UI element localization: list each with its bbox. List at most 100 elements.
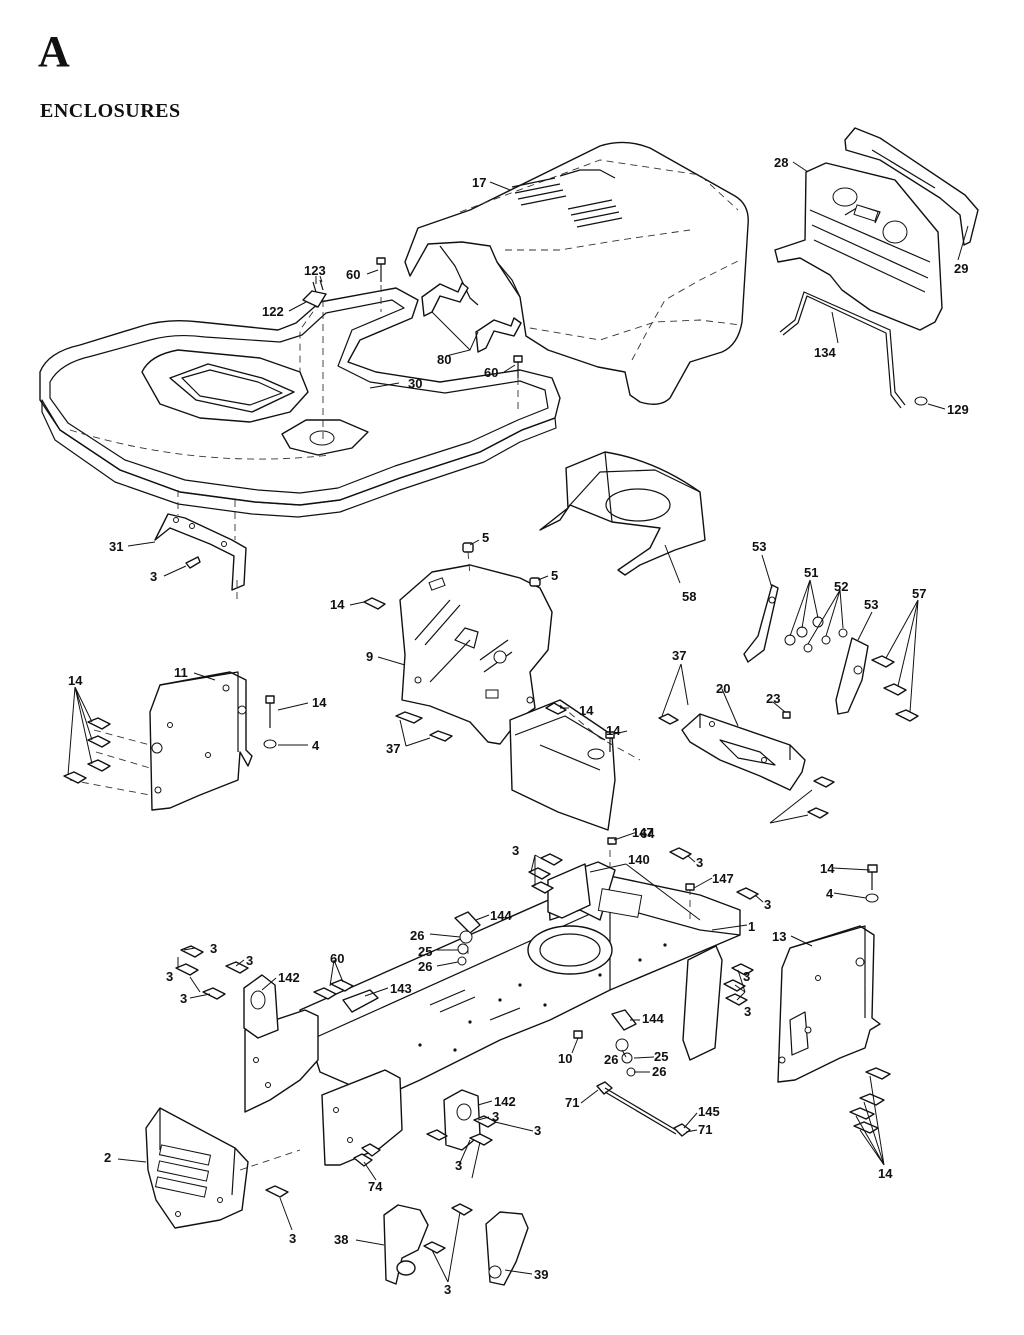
- section-title: ENCLOSURES: [40, 100, 181, 122]
- callout-label: 14: [606, 723, 621, 738]
- nuts-washers: [784, 616, 848, 653]
- hood-bracket-parts: [421, 282, 522, 353]
- callout-label: 140: [628, 852, 650, 867]
- plate-part: [302, 279, 327, 308]
- callout-label: 52: [834, 579, 849, 594]
- callout-label: 25: [418, 944, 433, 959]
- callout-label: 5: [551, 568, 559, 583]
- callout-label: 17: [472, 175, 487, 190]
- callout-label: 2: [104, 1150, 112, 1165]
- callout-label: 3: [210, 941, 218, 956]
- bracket-142-lower: [443, 1089, 481, 1151]
- callout-label: 3: [743, 969, 751, 984]
- callout-label: 1: [748, 919, 756, 934]
- fender-part: [39, 287, 561, 518]
- callout-label: 23: [766, 691, 781, 706]
- callout-label: 26: [418, 959, 433, 974]
- hood-part: [404, 141, 749, 405]
- callout-label: 3: [444, 1282, 452, 1297]
- callout-label: 9: [366, 649, 374, 664]
- console-panel-part: [509, 699, 641, 831]
- callout-label: 147: [712, 871, 734, 886]
- bracket-142-left: [243, 974, 279, 1039]
- callout-label: 142: [278, 970, 300, 985]
- callout-label: 3: [534, 1123, 542, 1138]
- callout-label: 144: [642, 1011, 664, 1026]
- callout-label: 14: [820, 861, 835, 876]
- callout-label: 60: [346, 267, 361, 282]
- callout-label: 3: [246, 953, 254, 968]
- fender-bracket-part: [154, 490, 247, 600]
- callout-label: 3: [150, 569, 158, 584]
- side-plate-right-part: [777, 925, 881, 1083]
- bracket-53-left: [743, 584, 779, 663]
- mounting-plate-part: [681, 713, 806, 791]
- callout-label: 71: [565, 1095, 580, 1110]
- callout-label: 14: [330, 597, 345, 612]
- callout-label: 147: [632, 825, 654, 840]
- shroud-part: [539, 451, 706, 576]
- callout-label: 53: [752, 539, 767, 554]
- callout-label: 3: [512, 843, 520, 858]
- callout-label: 60: [330, 951, 345, 966]
- callout-label: 57: [912, 586, 927, 601]
- callout-label: 30: [408, 376, 423, 391]
- callout-label: 3: [492, 1109, 500, 1124]
- callout-label: 11: [174, 665, 188, 680]
- callout-label: 14: [312, 695, 327, 710]
- callout-label: 20: [716, 681, 731, 696]
- callout-label: 39: [534, 1267, 549, 1282]
- callout-label: 60: [484, 365, 499, 380]
- callout-label: 129: [947, 402, 969, 417]
- callout-label: 51: [804, 565, 819, 580]
- screw-60-lower: [513, 355, 523, 378]
- bracket-38: [383, 1204, 429, 1285]
- callout-label: 74: [368, 1179, 383, 1194]
- callout-label: 71: [698, 1122, 713, 1137]
- callout-label: 37: [386, 741, 401, 756]
- callout-label: 4: [826, 886, 834, 901]
- main-frame-part: [299, 838, 741, 1099]
- callout-label: 3: [764, 897, 772, 912]
- rear-right-plate: [682, 945, 723, 1061]
- front-bumper-plate-part: [145, 1107, 301, 1229]
- screw-60-upper: [376, 257, 386, 282]
- callout-label: 26: [410, 928, 425, 943]
- callout-label: 28: [774, 155, 789, 170]
- callout-label: 4: [312, 738, 320, 753]
- callout-label: 3: [455, 1158, 463, 1173]
- callout-label: 143: [390, 981, 412, 996]
- callout-label: 142: [494, 1094, 516, 1109]
- callout-label: 144: [490, 908, 512, 923]
- callout-label: 26: [652, 1064, 667, 1079]
- callout-label: 37: [672, 648, 687, 663]
- knob-5b: [529, 577, 541, 587]
- hood-rod-part: [779, 291, 928, 409]
- bracket-144-lower: [611, 1009, 637, 1031]
- callout-label: 5: [482, 530, 490, 545]
- callout-label: 31: [109, 539, 124, 554]
- section-letter: A: [38, 27, 70, 76]
- callout-label: 26: [604, 1052, 619, 1067]
- callout-label: 123: [304, 263, 326, 278]
- callout-label: 122: [262, 304, 284, 319]
- callout-label: 80: [437, 352, 452, 367]
- fasteners-front: [175, 837, 759, 1167]
- callout-label: 3: [180, 991, 188, 1006]
- callout-label: 10: [558, 1051, 573, 1066]
- callout-label: 3: [696, 855, 704, 870]
- callout-label: 58: [682, 589, 697, 604]
- bracket-144-top: [454, 911, 481, 934]
- callout-label: 3: [744, 1004, 752, 1019]
- bracket-53-right: [835, 637, 869, 715]
- callout-label: 64: [640, 826, 655, 841]
- callout-label: 13: [772, 929, 787, 944]
- bracket-143: [342, 989, 379, 1013]
- dash-panel-part: [399, 564, 553, 745]
- callout-label: 29: [954, 261, 969, 276]
- callout-label: 25: [654, 1049, 669, 1064]
- callout-label: 3: [166, 969, 174, 984]
- callout-label: 14: [68, 673, 83, 688]
- callout-label: 3: [289, 1231, 297, 1246]
